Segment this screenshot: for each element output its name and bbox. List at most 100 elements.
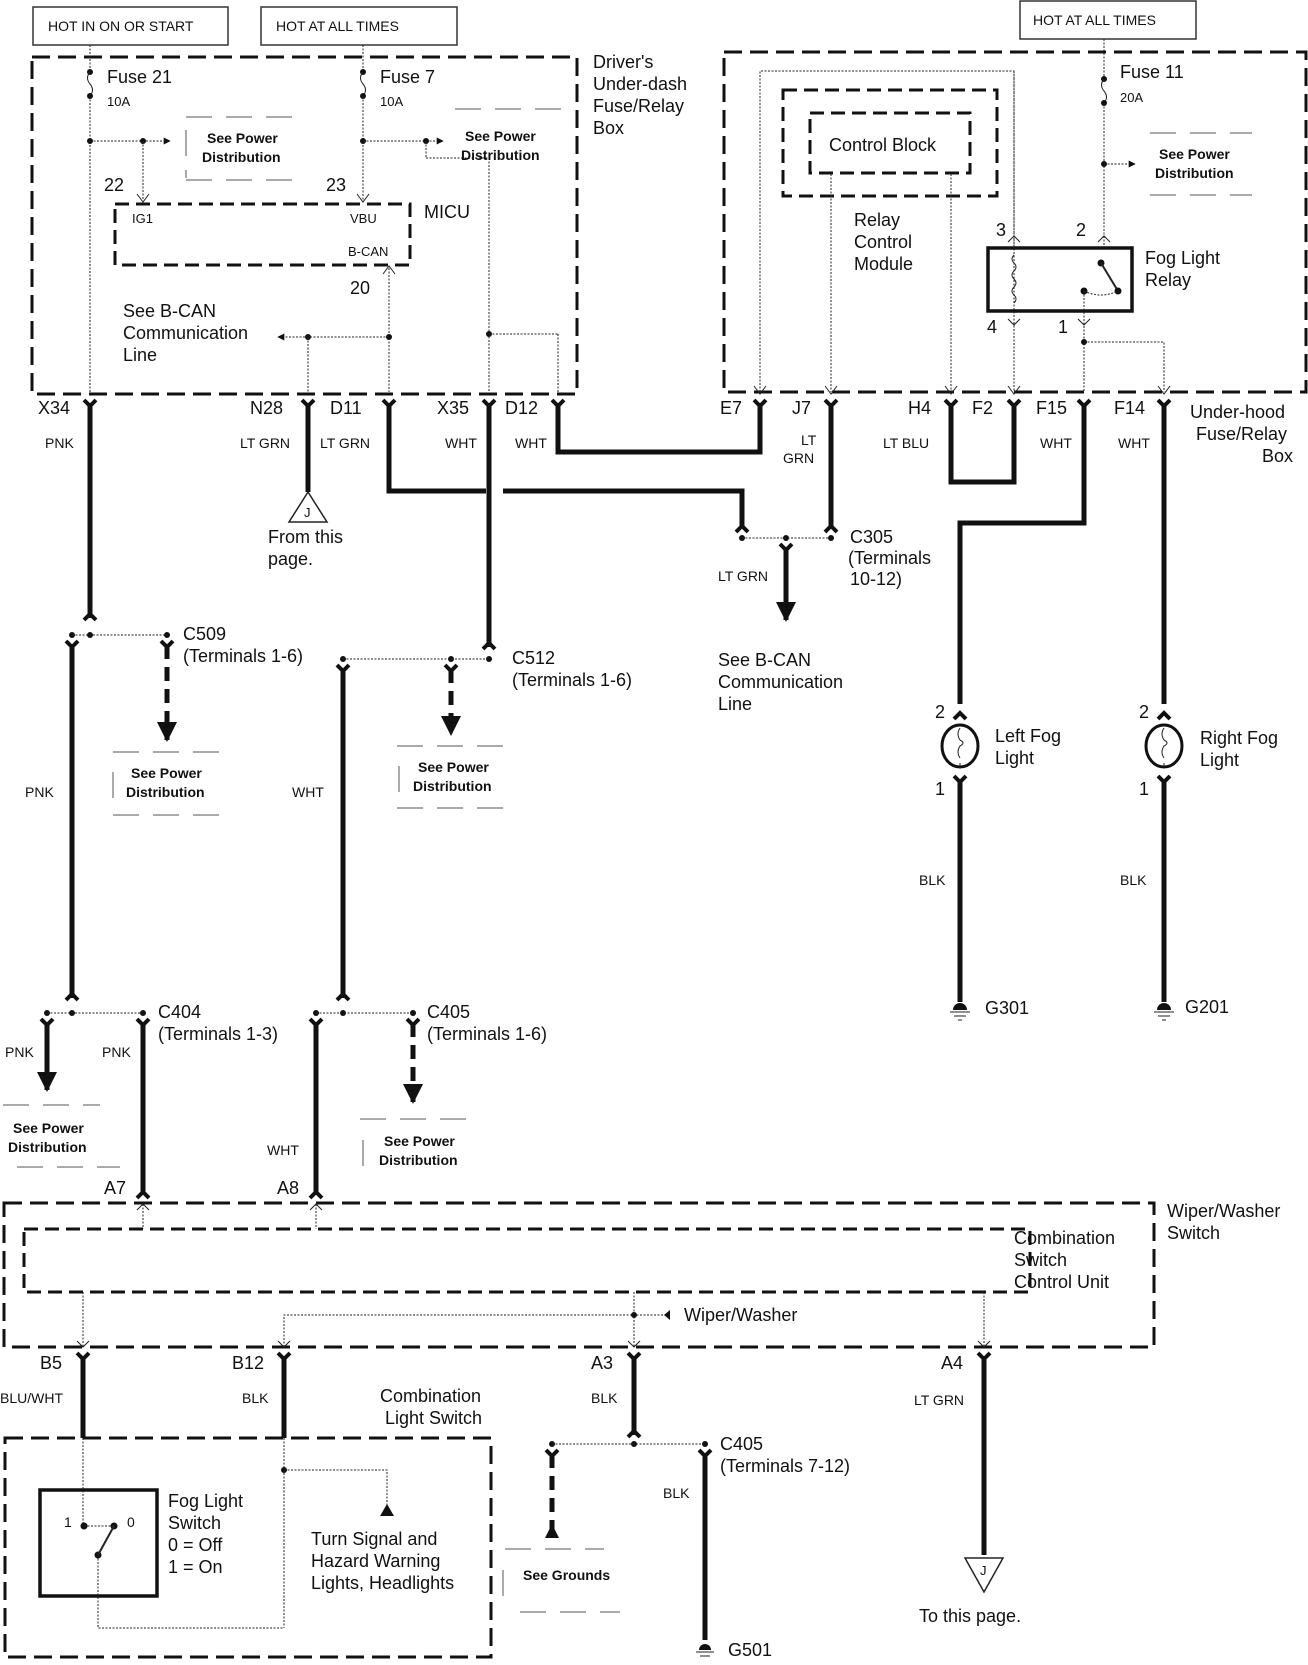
see-power-distribution-ref-5: See Power Distribution <box>397 745 513 809</box>
wires <box>87 404 1167 704</box>
diagram-label: LT <box>801 432 817 448</box>
diagram-label: Box <box>593 118 624 138</box>
diagram-label: (Terminals 1-6) <box>183 646 303 666</box>
diagram-label[interactable]: J <box>980 1563 987 1578</box>
diagram-stroke <box>136 193 150 203</box>
relay-control-module: Relay Control Module <box>781 88 999 274</box>
diagram-stroke <box>135 1189 324 1200</box>
diagram-label[interactable]: J <box>304 505 311 520</box>
diagram-label: Distribution <box>461 147 540 163</box>
diagram-label: WHT <box>445 435 477 451</box>
diagram-label: (Terminals 1-6) <box>512 670 632 690</box>
diagram-label: See Power <box>13 1120 84 1136</box>
micu-module: 22 23 IG1 VBU B-CAN MICU 20 <box>104 175 470 298</box>
diagram-label: 10A <box>107 94 130 109</box>
diagram-label: Line <box>718 694 752 714</box>
junction-c512: C512 (Terminals 1-6) <box>335 640 632 690</box>
diagram-stroke <box>75 1351 992 1362</box>
diagram-label: B12 <box>232 1353 264 1373</box>
diagram-label: MICU <box>424 202 470 222</box>
right-fog-light: 2 Right Fog Light 1 <box>1139 702 1278 799</box>
connector-labels-bottom: B5 B12 A3 A4 BLU/WHT BLK BLK LT GRN <box>0 1353 964 1408</box>
diagram-stroke <box>626 1428 642 1439</box>
diagram-stroke <box>136 1203 323 1211</box>
diagram-stroke <box>1156 710 1172 721</box>
diagram-stroke <box>734 523 839 534</box>
diagram-label: N28 <box>250 398 283 418</box>
diagram-stroke <box>1161 727 1168 766</box>
diagram-label: 1 <box>1058 317 1068 337</box>
wire-color-left-fog-gnd: BLK <box>919 872 946 888</box>
diagram-stroke <box>753 385 1021 395</box>
diagram-label: F15 <box>1036 398 1067 418</box>
from-this-page-ref[interactable]: J From this page. <box>268 490 343 569</box>
left-fog-light: 2 Left Fog Light 1 <box>935 702 1061 799</box>
diagram-label: 22 <box>104 175 124 195</box>
ground-g301: G301 <box>950 998 1029 1021</box>
diagram-label: BLK <box>242 1390 269 1406</box>
diagram-label[interactable]: 0 = Off <box>168 1535 223 1555</box>
diagram-stroke <box>2 1201 1156 1349</box>
diagram-label[interactable]: page. <box>268 549 313 569</box>
diagram-stroke[interactable] <box>97 1525 115 1556</box>
diagram-label: 2 <box>1139 702 1149 722</box>
diagram-label: Left Fog <box>995 726 1061 746</box>
diagram-label: Driver's <box>593 52 653 72</box>
diagram-label[interactable]: 1 <box>64 1514 72 1530</box>
diagram-label: Distribution <box>1155 165 1234 181</box>
diagram-label: HOT IN ON OR START <box>48 18 194 34</box>
fog-light-switch[interactable]: 1 0 Fog Light Switch 0 = Off 1 = On <box>38 1488 243 1598</box>
diagram-stroke <box>502 1548 620 1613</box>
diagram-label: PNK <box>102 1044 131 1060</box>
wire-color-right-fog-gnd: BLK <box>1120 872 1147 888</box>
diagram-stroke <box>664 1310 670 1320</box>
diagram-label: See Grounds <box>523 1567 610 1583</box>
diagram-stroke <box>957 404 1087 704</box>
diagram-stroke <box>808 111 972 175</box>
diagram-stroke[interactable] <box>287 490 329 523</box>
diagram-label: Fuse/Relay <box>1196 424 1287 444</box>
diagram-label: F14 <box>1114 398 1145 418</box>
diagram-label[interactable]: 1 = On <box>168 1557 223 1577</box>
diagram-label[interactable]: Switch <box>168 1513 221 1533</box>
diagram-label: Distribution <box>8 1139 87 1155</box>
diagram-label: B5 <box>40 1353 62 1373</box>
diagram-label: Wiper/Washer <box>1167 1201 1280 1221</box>
diagram-label: Light Switch <box>385 1408 482 1428</box>
diagram-stroke <box>382 265 396 275</box>
diagram-label: Switch <box>1014 1250 1067 1270</box>
diagram-label: Fog Light <box>1145 248 1220 268</box>
diagram-stroke <box>397 745 513 809</box>
diagram-label: Module <box>854 254 913 274</box>
diagram-stroke <box>481 640 497 651</box>
diagram-stroke[interactable] <box>963 1557 1005 1594</box>
diagram-label: Relay <box>1145 270 1191 290</box>
diagram-label: 1 <box>1139 779 1149 799</box>
diagram-label: Fuse 7 <box>380 67 435 87</box>
diagram-label: B-CAN <box>348 244 388 259</box>
wiper-washer-switch: Wiper/Washer Switch <box>2 1201 1280 1349</box>
diagram-stroke <box>544 1448 713 1459</box>
diagram-label[interactable]: To this page. <box>919 1606 1021 1626</box>
diagram-label: Box <box>1262 446 1293 466</box>
diagram-label[interactable]: From this <box>268 527 343 547</box>
diagram-stroke <box>1157 1003 1171 1010</box>
diagram-stroke <box>1084 341 1165 392</box>
diagram-stroke <box>260 6 458 46</box>
diagram-stroke <box>1157 385 1171 395</box>
diagram-label: Under-dash <box>593 74 687 94</box>
diagram-label[interactable]: 0 <box>127 1514 135 1530</box>
diagram-stroke[interactable] <box>38 1488 159 1598</box>
diagram-label: (Terminals 7-12) <box>720 1456 850 1476</box>
diagram-label: (Terminals 1-3) <box>158 1024 278 1044</box>
diagram-label[interactable]: Fog Light <box>168 1491 243 1511</box>
to-this-page-ref[interactable]: J To this page. <box>919 1557 1021 1626</box>
diagram-label: LT BLU <box>883 435 929 451</box>
junction-c405-upper: C405 (Terminals 1-6) <box>308 991 547 1044</box>
wire-color-a8: WHT <box>267 1142 299 1158</box>
diagram-stroke <box>30 55 579 396</box>
diagram-label: Control Unit <box>1014 1272 1109 1292</box>
diagram-stroke <box>696 1651 714 1657</box>
diagram-stroke <box>948 404 1017 485</box>
diagram-stroke <box>39 1017 151 1028</box>
